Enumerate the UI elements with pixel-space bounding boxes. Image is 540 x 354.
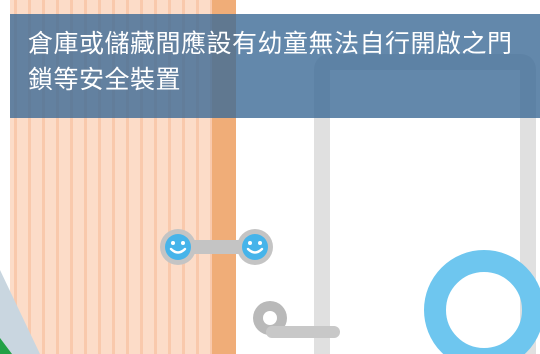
- corner-shape-gray: [0, 270, 40, 354]
- caption-text: 倉庫或儲藏間應設有幼童無法自行開啟之門鎖等安全裝置: [28, 29, 513, 94]
- corner-shape-green: [0, 338, 12, 354]
- caption-banner: 倉庫或儲藏間應設有幼童無法自行開啟之門鎖等安全裝置: [10, 14, 540, 118]
- ring-icon: [424, 250, 540, 354]
- smiley-icon: [165, 234, 191, 260]
- child-lock: [160, 229, 273, 265]
- lever-handle-icon: [253, 301, 340, 338]
- smiley-icon: [242, 234, 268, 260]
